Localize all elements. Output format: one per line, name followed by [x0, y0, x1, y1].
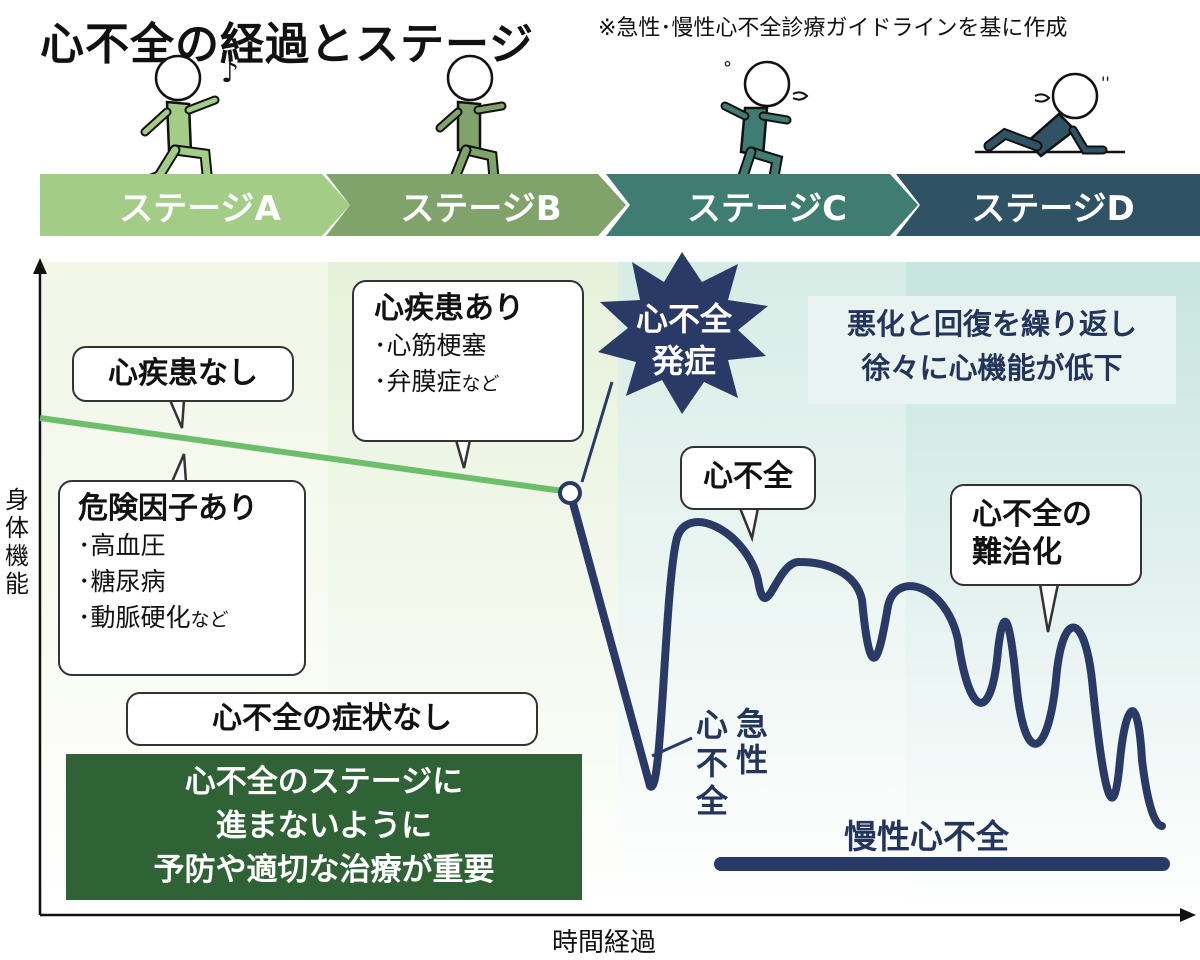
heart-failure-bubble: 心不全	[680, 446, 816, 510]
figure-stage-d-icon: ''	[975, 72, 1125, 158]
acute-pointer	[651, 736, 693, 758]
onset-starburst	[598, 252, 768, 414]
stage-a-arrow: ステージA	[40, 174, 350, 236]
page-title: 心不全の経過とステージ	[40, 19, 535, 70]
chronic-label: 慢性心不全	[844, 817, 1009, 856]
prevention-box: 心不全のステージに 進まないように 予防や適切な治療が重要	[66, 754, 582, 900]
svg-text:'': ''	[1101, 73, 1110, 92]
acute-label-col1: 急性	[735, 705, 768, 779]
svg-text:♪: ♪	[221, 56, 239, 89]
heart-disease-bubble: 心疾患あり ･心筋梗塞 ･弁膜症など	[352, 280, 584, 442]
acute-label-col2: 心不全	[695, 706, 728, 820]
svg-text:°: °	[723, 58, 732, 79]
y-axis-label: 身 体 機 能	[5, 486, 29, 598]
x-axis-label: 時間経過	[552, 928, 657, 958]
stage-c-label: ステージC	[686, 188, 848, 229]
onset-label: 心不全 発症	[635, 300, 732, 380]
source-note: ※急性･慢性心不全診療ガイドラインを基に作成	[598, 16, 1068, 41]
stage-a-label: ステージA	[119, 188, 281, 229]
onset-pointer	[580, 381, 614, 483]
onset-marker	[558, 481, 582, 505]
stage-b-label: ステージB	[400, 188, 562, 229]
stage-b-arrow: ステージB	[326, 174, 626, 236]
chronic-bar	[714, 857, 1170, 871]
bubble-tails	[168, 398, 1060, 633]
physical-function-curve	[566, 488, 1166, 830]
risk-factor-bubble: 危険因子あり ･高血圧 ･糖尿病 ･動脈硬化など	[58, 480, 306, 676]
intractable-bubble: 心不全の 難治化	[950, 484, 1142, 586]
repeat-label: 悪化と回復を繰り返し 徐々に心機能が低下	[808, 296, 1176, 404]
stage-d-arrow: ステージD	[896, 174, 1200, 236]
no-symptom-bubble: 心不全の症状なし	[126, 692, 538, 746]
stage-c-arrow: ステージC	[606, 174, 918, 236]
no-disease-bubble: 心疾患なし	[72, 346, 294, 402]
axes	[33, 258, 1196, 922]
health-decline-line	[39, 415, 571, 495]
stage-d-label: ステージD	[971, 188, 1135, 229]
